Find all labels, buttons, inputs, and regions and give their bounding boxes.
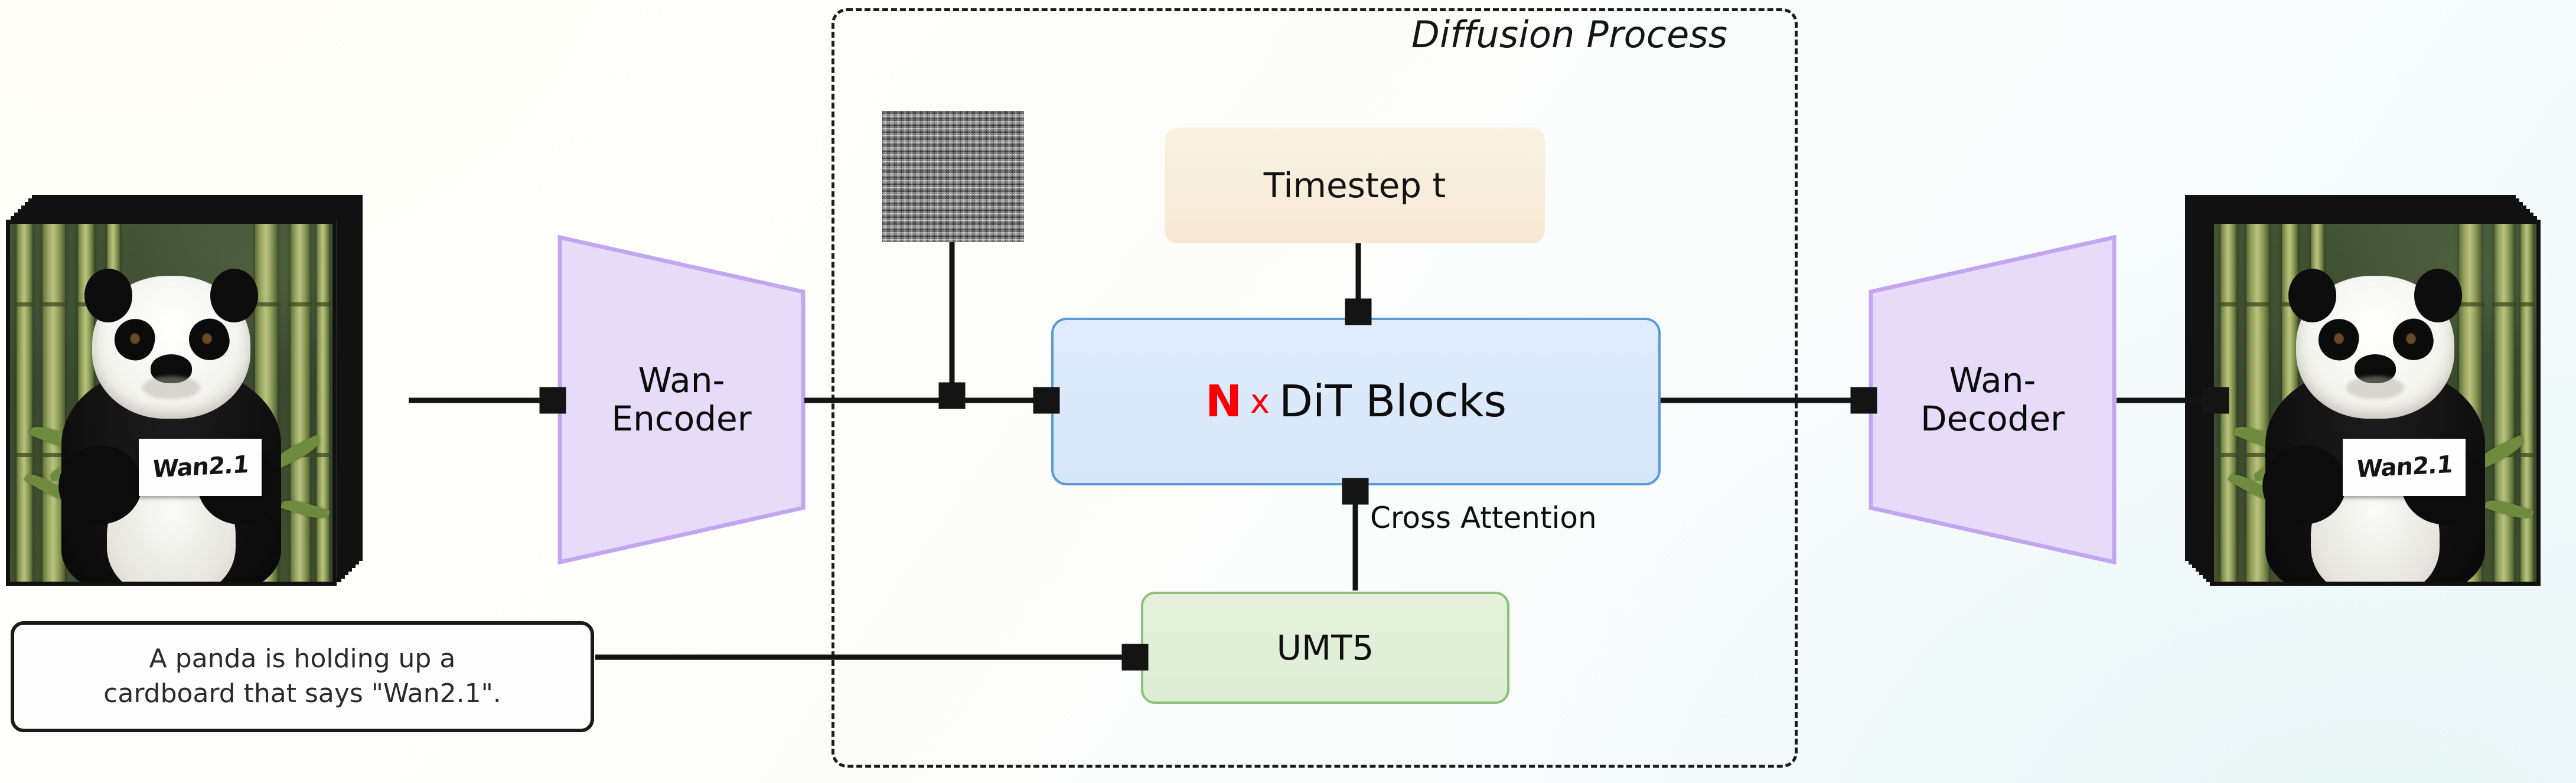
cardboard-sign: Wan2.1 — [139, 438, 262, 496]
wan-encoder-label-line1: Wan- — [638, 360, 725, 401]
output-video-frame-stack: Wan2.1 — [2185, 195, 2576, 608]
prompt-line-2: cardboard that says "Wan2.1". — [103, 678, 501, 709]
cardboard-sign: Wan2.1 — [2343, 438, 2466, 496]
diffusion-process-region — [832, 8, 1798, 768]
video-frame-front: Wan2.1 — [2210, 220, 2541, 586]
wan-encoder-block[interactable]: Wan- Encoder — [557, 235, 806, 565]
dit-blocks-label: DiT Blocks — [1279, 376, 1507, 427]
cross-attention-label: Cross Attention — [1370, 501, 1597, 535]
timestep-block[interactable]: Timestep t — [1165, 128, 1545, 243]
timestep-label: Timestep t — [1263, 165, 1446, 205]
panda-photo: Wan2.1 — [10, 224, 332, 582]
panda-photo: Wan2.1 — [2214, 224, 2536, 582]
gaussian-noise-icon — [882, 111, 1024, 242]
video-frame-front: Wan2.1 — [6, 220, 337, 586]
wan-decoder-label-line2: Decoder — [1920, 399, 2065, 439]
diffusion-process-label: Diffusion Process — [1411, 13, 1728, 56]
wan-decoder-label-line1: Wan- — [1949, 360, 2036, 401]
trapezoid-shape — [1869, 235, 2117, 565]
input-video-frame-stack: Wan2.1 — [6, 195, 419, 608]
umt5-text-encoder-block[interactable]: UMT5 — [1141, 592, 1509, 704]
wan-encoder-label-line2: Encoder — [611, 399, 752, 439]
wan-decoder-block[interactable]: Wan- Decoder — [1869, 235, 2117, 565]
prompt-text-box[interactable]: A panda is holding up a cardboard that s… — [11, 621, 594, 732]
umt5-label: UMT5 — [1276, 628, 1374, 668]
prompt-line-1: A panda is holding up a — [149, 644, 456, 674]
trapezoid-shape — [557, 235, 806, 565]
dit-multiply-sign: x — [1250, 382, 1270, 421]
dit-repeat-count: N — [1205, 376, 1242, 427]
